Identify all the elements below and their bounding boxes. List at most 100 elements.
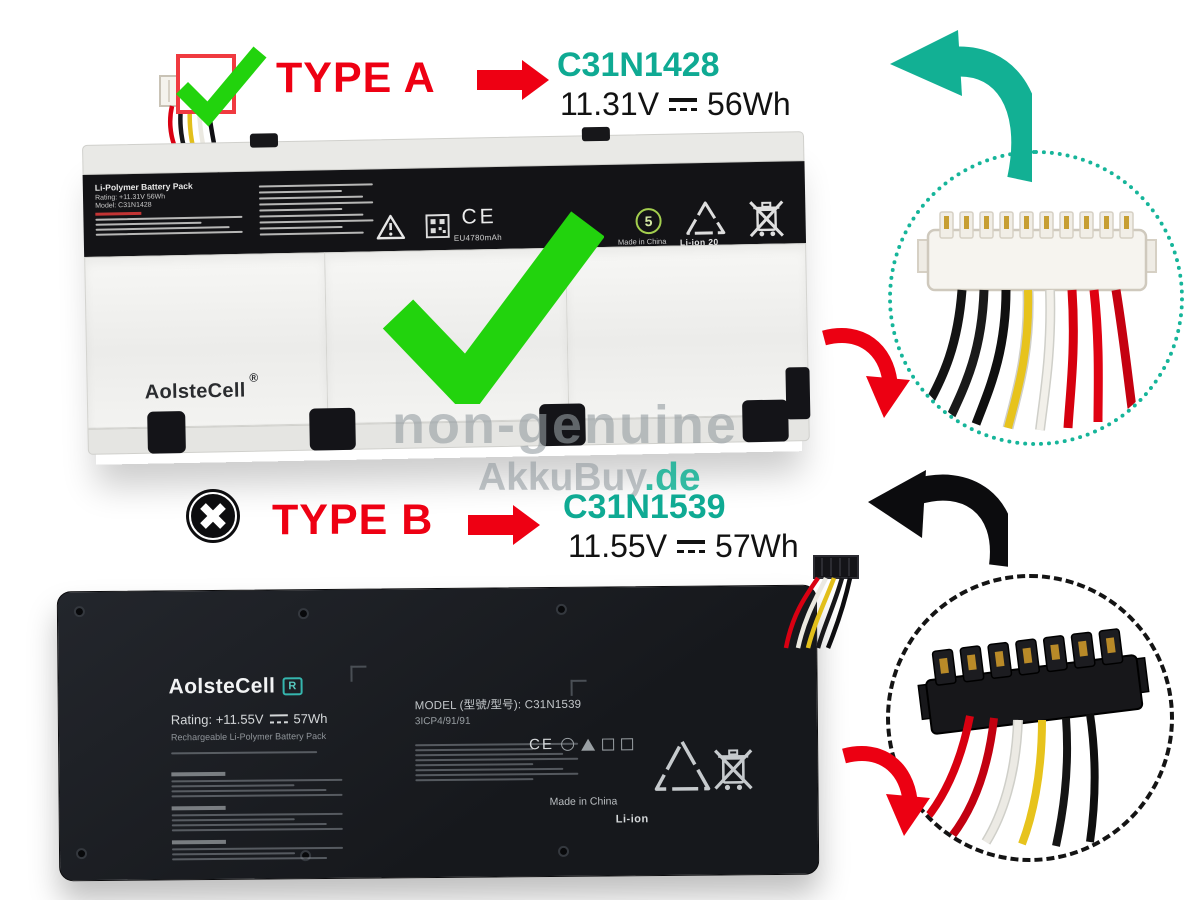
battery-b-li-ion-label: Li-ion	[615, 813, 649, 826]
right-arrow-icon	[468, 505, 540, 545]
curved-arrow-black-icon	[868, 470, 1008, 567]
fine-print-line	[95, 226, 230, 231]
battery-a-label-model: Model: C31N1428	[95, 201, 152, 210]
fine-print-line	[259, 231, 364, 236]
fine-print-line	[258, 189, 342, 194]
dc-symbol-icon	[676, 538, 706, 555]
fine-print-line	[259, 195, 363, 200]
registered-mark: R	[282, 677, 303, 696]
fine-print-line	[259, 219, 374, 224]
qr-code-icon	[425, 213, 450, 239]
fine-print-line	[259, 207, 342, 212]
brand-text: AolsteCell	[168, 674, 276, 699]
fine-print-line	[95, 221, 202, 226]
battery-type-a-photo: Li-Polymer Battery Pack Rating: +11.31V …	[82, 126, 811, 463]
type-b-title: TYPE B	[272, 496, 434, 544]
fine-print-line	[415, 752, 564, 757]
recycle-period-badge: 5	[635, 207, 662, 235]
cert-square-icon	[601, 737, 614, 751]
screw-hole	[73, 606, 85, 618]
connector-b-illustration	[917, 628, 1150, 847]
right-arrow-icon	[477, 60, 549, 100]
mount-tab	[309, 407, 356, 451]
mount-bracket	[581, 126, 611, 142]
corner-mark	[570, 679, 587, 696]
x-mark-icon	[200, 503, 226, 529]
battery-b-rating: Rating: +11.55V 57Wh	[171, 711, 328, 727]
mount-tab	[147, 411, 186, 454]
rating-voltage: Rating: +11.55V	[170, 711, 264, 728]
screw-hole	[555, 603, 567, 615]
connector-a-inset	[888, 150, 1184, 446]
rating-wattage: 57Wh	[293, 710, 328, 727]
fine-print-lines	[171, 778, 347, 798]
recycle-triangle-icon	[686, 201, 726, 235]
watermark-brand-name: AkkuBuy	[478, 456, 645, 499]
screw-hole	[75, 848, 88, 860]
fine-print-line	[171, 751, 317, 755]
fine-print-line	[259, 213, 364, 218]
fine-print-line	[171, 812, 343, 817]
warning-text-bar	[95, 211, 142, 216]
fine-print-line	[258, 183, 374, 188]
mount-tab	[742, 399, 789, 443]
type-a-title: TYPE A	[276, 54, 436, 102]
fine-print-line	[415, 763, 533, 767]
warning-triangle-icon	[376, 214, 406, 240]
connector-b-wires	[917, 713, 1099, 847]
curved-arrow-red-icon	[842, 746, 930, 836]
fine-print-lines	[95, 215, 247, 236]
watermark-non-genuine: non-genuine	[392, 395, 738, 455]
fine-print-line	[95, 230, 244, 236]
fine-print-line	[259, 225, 343, 230]
battery-a-spec-label: Li-Polymer Battery Pack Rating: +11.31V …	[95, 180, 248, 239]
certification-icons-row: CE	[529, 735, 633, 753]
checkmark-icon	[175, 46, 267, 127]
crossed-bin-icon	[714, 749, 753, 791]
screw-hole	[297, 608, 310, 620]
mount-tab	[785, 367, 811, 420]
curved-arrow-teal-icon	[890, 30, 1032, 183]
fine-print-line	[415, 757, 579, 762]
watermark-brand: AkkuBuy.de	[478, 456, 701, 500]
type-b-spec: 11.55V 57Wh	[568, 528, 799, 565]
fine-print-line	[171, 822, 327, 827]
ce-mark: CE	[529, 735, 555, 754]
battery-b-model-line: MODEL (型號/型号): C31N1539	[414, 698, 582, 713]
fine-print-line	[415, 772, 579, 777]
curved-arrow-red-icon	[822, 328, 910, 418]
fine-print-line	[171, 788, 327, 793]
fine-print-line	[171, 827, 343, 832]
battery-b-subtitle: Rechargeable Li-Polymer Battery Pack	[170, 730, 327, 743]
warning-heading-bar	[171, 805, 226, 811]
dc-symbol-icon	[668, 96, 698, 113]
type-b-voltage: 11.55V	[568, 528, 668, 564]
fine-print-line	[95, 215, 243, 221]
connector-b-inset	[886, 574, 1174, 862]
registered-mark: ®	[249, 370, 259, 385]
connector-a-illustration	[917, 211, 1157, 431]
warning-heading-bar	[171, 839, 226, 845]
dc-symbol-icon	[269, 713, 288, 724]
battery-b-made-in: Made in China	[549, 795, 618, 809]
fine-print-line	[415, 767, 564, 772]
type-b-model-code: C31N1539	[563, 488, 726, 526]
fine-print-line	[171, 784, 295, 788]
fine-print-line	[415, 778, 534, 782]
battery-a-label-title: Li-Polymer Battery Pack	[94, 180, 193, 193]
screw-hole	[557, 845, 570, 857]
battery-a-label-strip: Li-Polymer Battery Pack Rating: +11.31V …	[82, 161, 807, 257]
fine-print-line	[171, 818, 295, 822]
battery-type-b-photo: AolsteCell R Rating: +11.55V 57Wh Recharg…	[56, 584, 820, 882]
battery-a-brand: AolsteCell®	[144, 371, 259, 405]
battery-b-warning-text	[171, 762, 348, 864]
warning-heading-bar	[171, 771, 226, 777]
connector-a-wires	[922, 289, 1137, 431]
crossed-bin-icon	[749, 200, 784, 238]
recycle-triangle-icon	[654, 740, 711, 791]
brand-text: AolsteCell	[144, 379, 246, 404]
fine-print-line	[415, 748, 533, 752]
fine-print-lines	[171, 748, 321, 757]
corner-mark	[350, 665, 367, 682]
